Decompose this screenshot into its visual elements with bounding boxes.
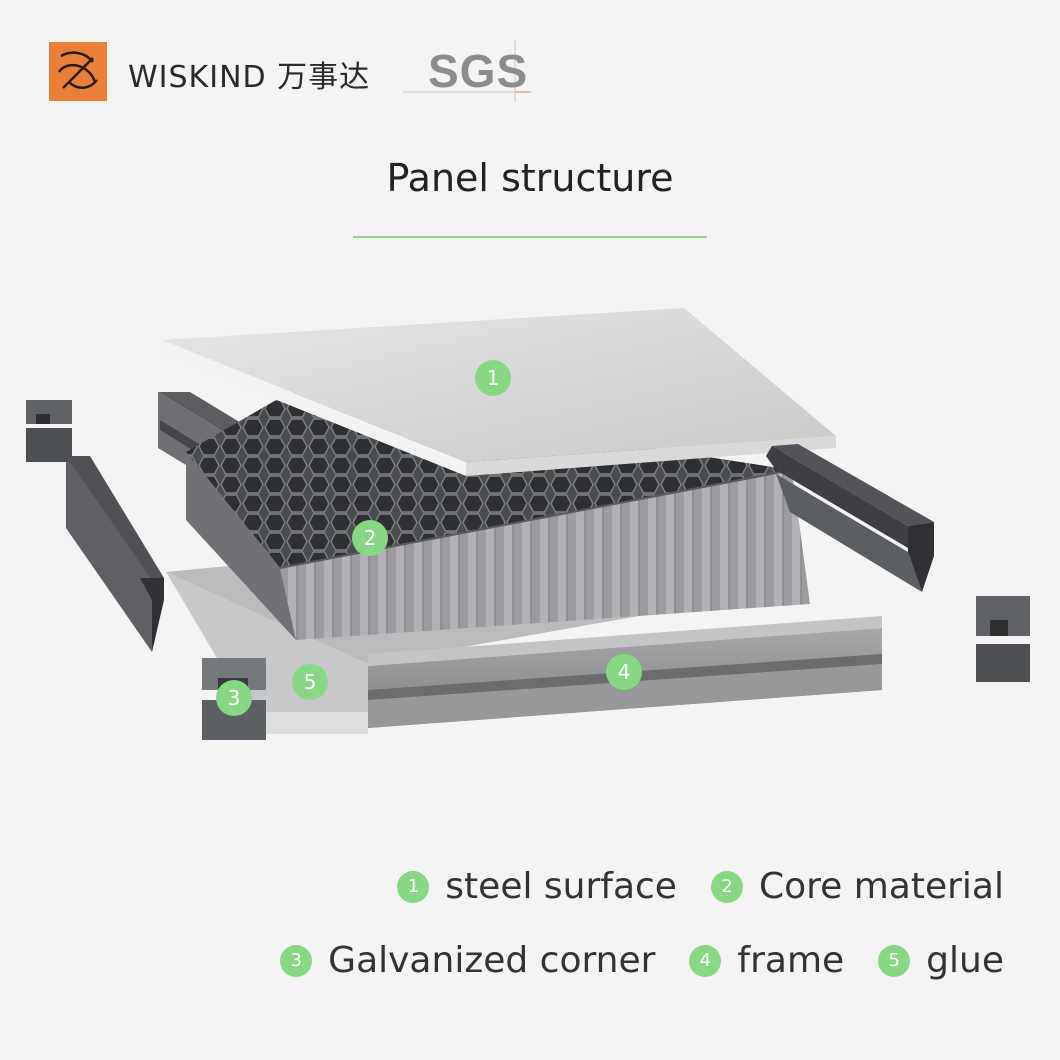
callout-1: 1 xyxy=(475,360,511,396)
brand-name: WISKIND 万事达 xyxy=(128,60,371,95)
callout-number: 3 xyxy=(228,686,241,710)
logo-mark-icon xyxy=(57,51,98,89)
left-frame-rail xyxy=(66,456,164,652)
legend-item-1: 1 steel surface xyxy=(397,866,677,907)
legend-item-5: 5 glue xyxy=(878,940,1004,981)
callout-badge xyxy=(216,680,252,716)
callout-badge xyxy=(606,654,642,690)
legend-row-2: 3 Galvanized corner 4 frame 5 glue xyxy=(246,940,1004,981)
title-divider xyxy=(353,236,707,238)
callout-badge xyxy=(475,360,511,396)
legend-item-4: 4 frame xyxy=(689,940,844,981)
callout-number: 1 xyxy=(487,366,500,390)
callout-2: 2 xyxy=(352,520,388,556)
page-title: Panel structure xyxy=(386,156,674,200)
honeycomb-core xyxy=(186,392,810,640)
callout-number: 4 xyxy=(618,660,631,684)
callout-3: 3 xyxy=(216,680,252,716)
legend-number-badge: 2 xyxy=(710,870,743,903)
callout-badge xyxy=(292,664,328,700)
corner-piece-right xyxy=(976,596,1030,682)
right-frame-rail xyxy=(766,444,934,592)
legend-item-3: 3 Galvanized corner xyxy=(280,940,655,981)
corner-piece-top-left xyxy=(26,400,72,462)
legend-number-badge: 1 xyxy=(397,870,430,903)
legend-number-badge: 5 xyxy=(878,944,911,977)
legend-number-badge: 3 xyxy=(280,944,313,977)
legend-number-badge: 4 xyxy=(689,944,722,977)
callout-badge xyxy=(352,520,388,556)
wiskind-logo xyxy=(49,42,107,101)
legend-label: frame xyxy=(737,940,845,981)
legend-item-2: 2 Core material xyxy=(710,866,1004,907)
legend-label: steel surface xyxy=(445,866,677,907)
legend-label: Core material xyxy=(758,866,1004,907)
legend-row-1: 1 steel surface 2 Core material xyxy=(363,866,1004,907)
callout-5: 5 xyxy=(292,664,328,700)
sgs-badge xyxy=(403,40,531,102)
callout-4: 4 xyxy=(606,654,642,690)
callout-number: 5 xyxy=(304,670,317,694)
sgs-logo-text: SGS xyxy=(428,45,529,97)
callout-number: 2 xyxy=(364,526,377,550)
legend-label: glue xyxy=(926,940,1004,981)
legend-label: Galvanized corner xyxy=(328,940,656,981)
